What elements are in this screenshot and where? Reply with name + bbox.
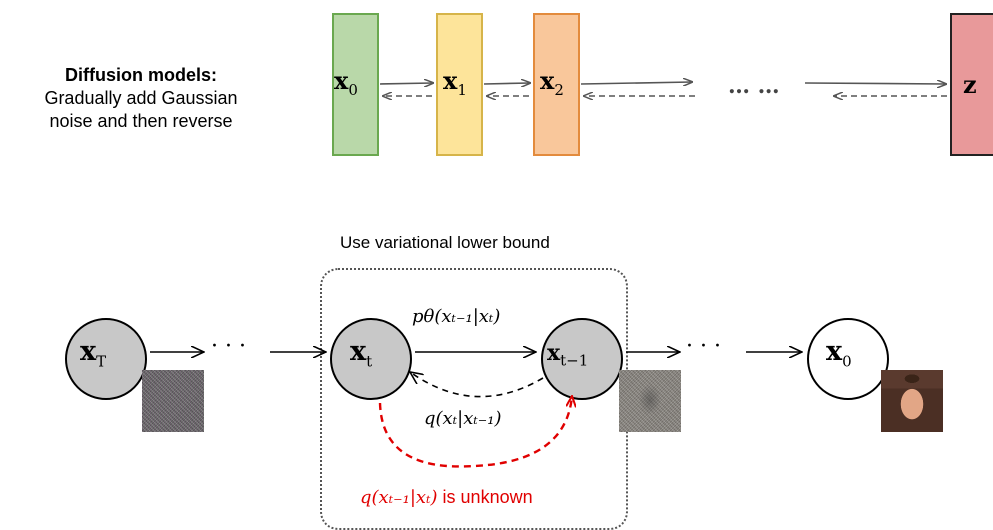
node-x0 <box>807 318 889 400</box>
box-z <box>950 13 993 156</box>
q-unknown-label: q(xₜ₋₁|xₜ) is unknown <box>360 487 533 508</box>
arrow-x2-ellipsis <box>580 82 692 84</box>
node-label-xt: xt <box>350 336 373 371</box>
dots-right: · · · <box>686 334 721 359</box>
q-unknown-math: q(xₜ₋₁|xₜ) <box>360 487 438 508</box>
arrow-ellipsis-z <box>804 83 946 84</box>
q-unknown-text: is unknown <box>442 487 533 507</box>
caption-title: Diffusion models: <box>65 65 217 85</box>
variational-bound-label: Use variational lower bound <box>340 233 550 252</box>
clean-face-image <box>881 370 943 432</box>
box-x2 <box>533 13 580 156</box>
q-dashed-arrow <box>410 372 544 398</box>
node-xt <box>330 318 412 400</box>
q-unknown-red-arrow <box>378 396 572 468</box>
ellipsis: … … <box>728 73 780 99</box>
box-label-x0: x0 <box>334 66 358 99</box>
node-label-x0: x0 <box>826 336 852 371</box>
dots-left: · · · <box>211 334 246 359</box>
node-label-xt-1: xt−1 <box>547 340 589 370</box>
q-forward-label: q(xₜ|xₜ₋₁) <box>424 408 502 429</box>
diffusion-caption: Diffusion models: Gradually add Gaussian… <box>0 64 282 133</box>
pure-noise-image <box>142 370 204 432</box>
box-label-x2: x2 <box>540 66 564 99</box>
node-xT <box>65 318 147 400</box>
node-label-xT: xT <box>80 336 107 371</box>
top-forward-arrows <box>379 82 946 84</box>
arrow-x1-x2 <box>483 83 530 84</box>
caption-line-1: Gradually add Gaussian <box>44 88 238 108</box>
caption-line-2: noise and then reverse <box>49 111 233 131</box>
arrow-x0-x1 <box>379 83 433 84</box>
box-label-x1: x1 <box>443 66 467 99</box>
box-x0 <box>332 13 379 156</box>
box-x1 <box>436 13 483 156</box>
node-xt-1 <box>541 318 623 400</box>
p-theta-label: pθ(xₜ₋₁|xₜ) <box>412 306 501 327</box>
noisy-face-image <box>619 370 681 432</box>
box-label-z: z <box>963 70 977 99</box>
